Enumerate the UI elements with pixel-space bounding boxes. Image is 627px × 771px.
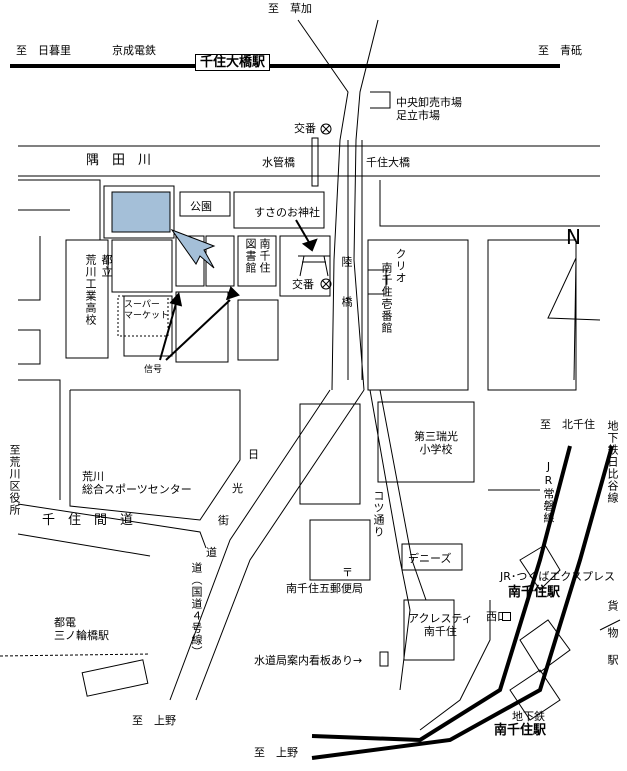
jr-line: [311, 445, 572, 743]
shrine-label: すさのお神社: [254, 206, 320, 219]
park-label: 公園: [190, 200, 212, 213]
water-sign-label: 水道局案内看板あり→: [254, 654, 363, 667]
clio-label-2: 南千住壱番館: [380, 262, 393, 334]
rikkyo-bridge-label: 陸 橋: [340, 256, 353, 316]
park-block: [179, 191, 231, 217]
signal-arrow-2: [165, 299, 231, 361]
library-label-2: 南千住: [258, 238, 271, 274]
senju-mamichi-south: [17, 533, 151, 557]
post-mark: 〒: [342, 566, 353, 579]
nikko-kaido-west: [169, 389, 331, 701]
koban-label-1: 交番: [294, 122, 316, 135]
market-box: [370, 91, 391, 109]
senju-ohashi-bridge-label: 千住大橋: [366, 156, 410, 169]
road-nikko-west: [297, 19, 349, 391]
arakawa-hs-label-1: 都立: [100, 254, 113, 278]
nikko-label-1: 日: [248, 448, 259, 461]
senju-ohashi-station: 千住大橋駅: [195, 54, 271, 71]
signal-arrow-1: [159, 299, 178, 361]
west-exit-square: [502, 612, 511, 621]
dennys-label: デニーズ: [408, 552, 452, 565]
arakawa-hs-block: [65, 239, 109, 359]
to-ueno-label-2: 至 上野: [254, 746, 298, 759]
freight-label: 貨物駅: [606, 600, 619, 681]
dennys-block: [401, 543, 463, 571]
torii-symbol: [298, 255, 330, 277]
to-aoto-label: 至 青砥: [538, 44, 582, 57]
school-block: [377, 401, 475, 483]
nikko-label-2: 光: [232, 482, 243, 495]
post-office-label: 南千住五郵便局: [286, 582, 363, 595]
koban-symbol-1: [320, 123, 332, 135]
destination-arrow: [170, 228, 216, 269]
keisei-line-label: 京成電鉄: [112, 44, 156, 57]
subway-line: [311, 445, 614, 760]
kotsu-dori-label: コツ通り: [372, 490, 385, 538]
sports-center-block: [69, 389, 241, 521]
suikan-bridge-label: 水管橋: [262, 156, 295, 169]
clio-block: [367, 239, 469, 391]
to-kitasenju-label: 至 北千住: [540, 418, 595, 431]
nikko-label-4: 道: [206, 546, 217, 559]
koban-label-2: 交番: [292, 278, 314, 291]
north-label: N: [566, 225, 581, 249]
school-label: 第三瑞光 小学校: [414, 430, 458, 456]
minamisenju-subway-station: 南千住駅: [494, 723, 547, 738]
subway-caption: 地下鉄: [512, 710, 545, 723]
acrossty-label: アクレスティ 南千住: [408, 612, 473, 638]
shrine-arrow: [295, 219, 311, 245]
hibiya-label: 地下鉄日比谷線: [606, 420, 619, 504]
clio-label-1: クリオ: [394, 248, 407, 284]
to-nippori-label: 至 日暮里: [16, 44, 71, 57]
kotsu-dori: [369, 389, 411, 691]
river-label: 隅 田 川: [86, 153, 152, 168]
to-sokaa-label: 至 草加: [268, 2, 312, 15]
minowabashi-label: 都電 三ノ輪橋駅: [54, 616, 109, 642]
arakawa-hs-label-2: 荒川工業高校: [84, 254, 97, 326]
jr-joban-label: JR常磐線: [542, 460, 555, 524]
arakawa-office-label: 至荒川区役所: [8, 444, 21, 516]
route4-label: 道（国道４号線）: [190, 562, 203, 658]
sports-center-label: 荒川 総合スポーツセンター: [82, 470, 192, 496]
senju-mamichi-north: [17, 503, 207, 549]
to-ueno-label-1: 至 上野: [132, 714, 176, 727]
koban-symbol-2: [320, 278, 332, 290]
nikko-kaido-east: [195, 389, 365, 701]
nikko-label-3: 街: [218, 514, 229, 527]
jr-tx-label: JR･つくばエクスプレス: [500, 570, 616, 583]
minowabashi-building: [81, 659, 149, 697]
library-label-1: 図書館: [244, 238, 257, 274]
suikan-bridge-shape: [311, 137, 319, 187]
market-label: 中央卸売市場 足立市場: [396, 96, 462, 122]
station-building-1: [519, 544, 561, 591]
minamisenju-station: 南千住駅: [508, 585, 561, 600]
signal-label: 信号: [144, 365, 163, 375]
destination-highlight: [111, 191, 171, 233]
senju-mamichi-label: 千 住 間 道: [42, 513, 134, 528]
supermarket-label: スーパー マーケット: [124, 300, 170, 321]
road-nikko-east: [353, 19, 379, 391]
